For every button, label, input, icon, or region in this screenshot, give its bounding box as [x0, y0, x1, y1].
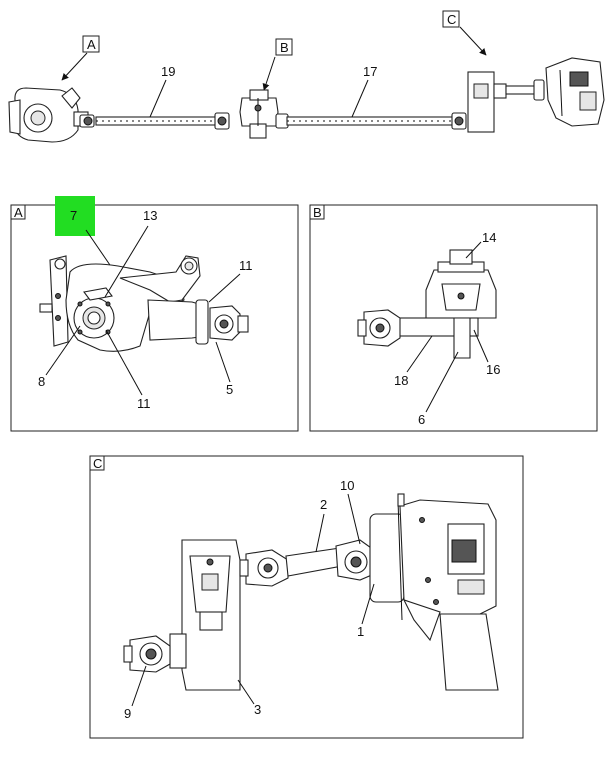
transfer-case-overview — [467, 71, 545, 133]
front-yoke — [79, 114, 95, 128]
center-bearing — [239, 89, 279, 139]
rear-yoke — [451, 112, 467, 130]
yoke-10 — [335, 539, 375, 581]
callout-10: 10 — [340, 478, 354, 493]
transmission-1 — [369, 493, 499, 691]
view-flag-c-label: C — [447, 12, 456, 27]
callout-17: 17 — [363, 64, 377, 79]
panel-c: C — [89, 455, 524, 739]
support-bracket-6 — [453, 317, 471, 359]
driveshaft-2 — [285, 547, 343, 577]
center-yoke-left — [214, 112, 230, 130]
transmission-overview — [545, 57, 605, 127]
panel-a: A 7 — [10, 196, 299, 432]
yoke-5 — [209, 305, 249, 341]
callout-16: 16 — [486, 362, 500, 377]
callout-3: 3 — [254, 702, 261, 717]
callout-5: 5 — [226, 382, 233, 397]
upper-bracket — [119, 255, 201, 303]
view-flag-a-label: A — [87, 37, 96, 52]
callout-14: 14 — [482, 230, 496, 245]
callout-13: 13 — [143, 208, 157, 223]
panel-c-title: C — [93, 456, 102, 471]
front-axle-housing — [8, 87, 89, 143]
view-flag-b-label: B — [280, 40, 289, 55]
callout-8: 8 — [38, 374, 45, 389]
center-yoke-right — [275, 113, 289, 129]
panel-b-title: B — [313, 205, 322, 220]
callout-18: 18 — [394, 373, 408, 388]
callout-7: 7 — [70, 208, 77, 223]
pinion-housing — [147, 299, 209, 345]
callout-6: 6 — [418, 412, 425, 427]
overview-assembly: A B C — [8, 10, 605, 143]
driveshaft-19 — [95, 116, 217, 126]
callout-11-top: 11 — [239, 258, 253, 273]
panel-a-title: A — [14, 205, 23, 220]
center-bearing-bracket — [425, 249, 497, 319]
panel-b: B 14 18 16 6 — [309, 204, 598, 432]
callout-2: 2 — [320, 497, 327, 512]
output-yoke — [239, 549, 289, 587]
view-flag-b[interactable]: B — [262, 38, 293, 91]
driveshaft-17 — [286, 116, 458, 126]
callout-19: 19 — [161, 64, 175, 79]
callout-9: 9 — [124, 706, 131, 721]
view-flag-c[interactable]: C — [442, 10, 487, 56]
yoke-9 — [123, 635, 171, 673]
mounting-bracket — [39, 255, 69, 347]
callout-1: 1 — [357, 624, 364, 639]
yoke-b — [357, 309, 401, 347]
transfer-case-3 — [169, 539, 241, 691]
callout-7-highlight[interactable] — [55, 196, 95, 236]
callout-11-bottom: 11 — [137, 396, 151, 411]
view-flag-a[interactable]: A — [61, 35, 100, 81]
